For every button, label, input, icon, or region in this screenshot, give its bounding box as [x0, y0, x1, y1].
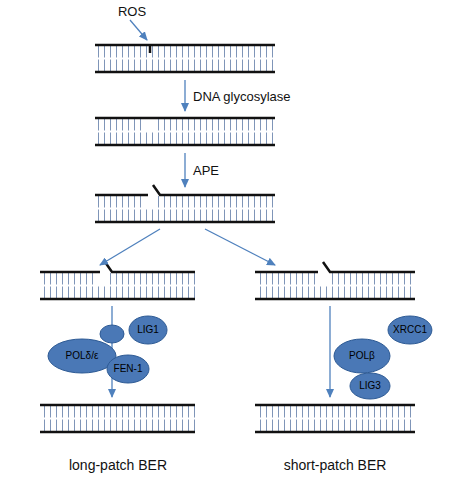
protein-oval: FEN-1	[106, 354, 150, 384]
pair-gap	[95, 131, 275, 133]
base-pairs	[40, 273, 195, 298]
dna-strand	[95, 221, 275, 224]
dna-flap	[153, 185, 275, 195]
abasic-site	[98, 273, 110, 285]
oval-shape	[334, 339, 390, 373]
dna-strand	[40, 404, 195, 407]
dna-strand	[40, 298, 195, 301]
abasic-site	[146, 196, 158, 208]
dna-duplex	[95, 45, 275, 72]
dna-duplex	[255, 405, 415, 432]
arrow	[205, 229, 275, 265]
dna-strand	[95, 117, 275, 120]
oval-shape	[107, 355, 149, 383]
label-text: long-patch BER	[69, 458, 167, 472]
pair-gap	[95, 58, 275, 60]
oval-shape	[129, 316, 167, 344]
protein-oval: POLβ	[333, 338, 391, 374]
pair-gap	[95, 208, 275, 210]
arrow	[184, 80, 185, 111]
base-pairs	[255, 406, 415, 431]
dna-strand	[255, 431, 415, 434]
dna-strand	[95, 44, 275, 47]
arrow	[184, 153, 185, 187]
dna-duplex	[95, 185, 275, 222]
protein-oval: LIG1	[128, 315, 168, 345]
abasic-site	[316, 273, 328, 285]
protein-name: LIG1	[137, 325, 159, 335]
dna-strand	[40, 431, 195, 434]
protein-name: LIG3	[359, 381, 381, 391]
dna-strand	[255, 298, 415, 301]
protein-name: POLβ	[349, 351, 375, 361]
protein-name: POLδ/ε	[66, 351, 99, 361]
base-pairs	[95, 46, 275, 71]
base-pairs	[40, 406, 195, 431]
pair-gap	[40, 418, 195, 420]
dna-strand	[95, 144, 275, 147]
protein-oval: XRCC1	[387, 315, 433, 345]
protein-name: XRCC1	[393, 325, 427, 335]
oval-shape	[388, 316, 432, 344]
protein-oval: LIG3	[349, 372, 391, 400]
dna-strand	[255, 271, 318, 274]
arrow	[329, 306, 330, 397]
oval-shape	[48, 339, 116, 373]
label-text: short-patch BER	[284, 458, 387, 472]
oval-shape	[350, 373, 390, 399]
dna-strand	[40, 271, 100, 274]
dna-duplex	[255, 262, 415, 299]
lesion-mark	[149, 45, 152, 53]
base-pairs	[95, 119, 275, 144]
arrows	[100, 20, 330, 397]
pair-gap	[40, 285, 195, 287]
dna-flap	[105, 262, 195, 272]
label-text: APE	[193, 164, 219, 177]
dna-duplex	[95, 118, 275, 145]
dna-duplex	[40, 262, 195, 299]
label-text: DNA glycosylase	[193, 90, 291, 103]
pair-gap	[255, 285, 415, 287]
dna-strand	[255, 404, 415, 407]
dna-flap	[323, 262, 415, 272]
base-pairs	[95, 196, 275, 221]
base-pairs	[255, 273, 415, 298]
dna-duplex	[40, 405, 195, 432]
label-text: ROS	[118, 5, 146, 18]
dna-strand	[95, 194, 148, 197]
dna-strand	[95, 71, 275, 74]
protein-oval: POLδ/ε	[47, 338, 117, 374]
arrow	[100, 229, 160, 265]
protein-subunit	[100, 325, 124, 343]
abasic-site	[146, 119, 154, 131]
arrow	[130, 20, 147, 40]
pair-gap	[255, 418, 415, 420]
protein-name: FEN-1	[114, 364, 143, 374]
